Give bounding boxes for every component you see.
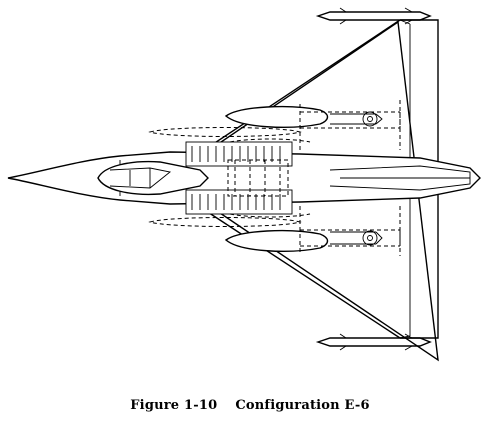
- aircraft-planform-drawing: [7, 7, 481, 362]
- wingtip-missile-top: [315, 7, 432, 25]
- intake-ducts: [185, 141, 293, 215]
- upper-pods: [148, 105, 401, 143]
- wingtip-missile-bottom: [315, 333, 432, 351]
- figure-number: Figure 1-10: [130, 398, 218, 413]
- figure-title: Configuration E-6: [235, 398, 370, 413]
- lower-pods: [148, 213, 401, 252]
- figure-caption: Figure 1-10 Configuration E-6: [0, 398, 500, 413]
- fuselage: [7, 151, 481, 205]
- wing-structure-lines: [299, 100, 401, 256]
